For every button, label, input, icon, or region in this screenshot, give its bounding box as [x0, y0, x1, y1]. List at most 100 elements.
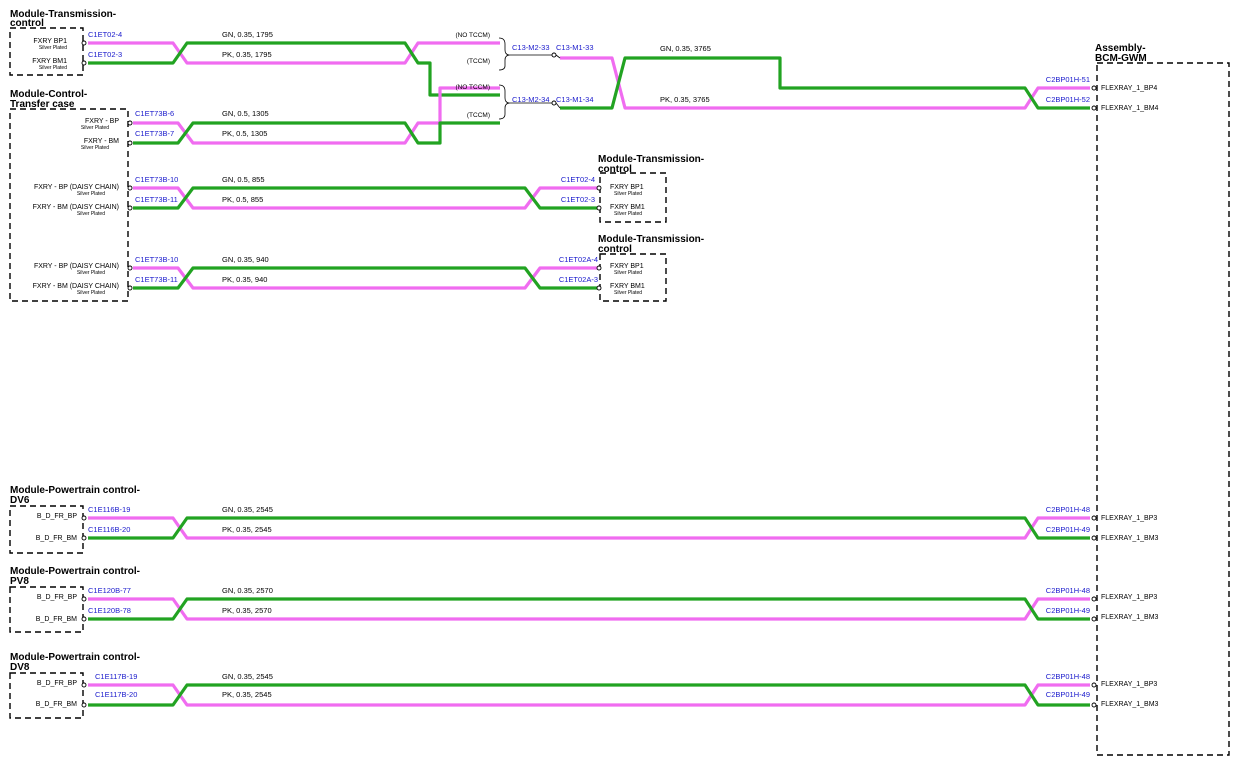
connector-labels: C1ET02-4 C1ET02-3 C13-M2-33 C13-M1-33 C1…: [88, 30, 1090, 699]
wire-pk-1795: [88, 41, 500, 65]
module-title-trans2-2: control: [598, 164, 632, 175]
wire-pk-3765: [560, 56, 1090, 110]
plated-note: Silver Plated: [614, 191, 642, 197]
wire-gn-1305: [133, 121, 500, 145]
wire-spec-labels: GN, 0.35, 1795 PK, 0.35, 1795 GN, 0.35, …: [222, 30, 711, 699]
connector-label: C2BP01H-49: [1046, 690, 1090, 699]
module-title-trans1: Module-Transmission-: [10, 9, 116, 20]
module-box-trans3: [599, 253, 667, 302]
pin-labels: FXRY BP1 Silver Plated FXRY BM1 Silver P…: [32, 38, 1158, 708]
wire-label: PK, 0.35, 3765: [660, 95, 710, 104]
brace-lower: [498, 84, 511, 120]
pin-label: B_D_FR_BM: [36, 535, 77, 542]
pin-label: B_D_FR_BP: [37, 680, 77, 687]
wire-gn-940: [133, 266, 598, 290]
plated-note: Silver Plated: [77, 290, 105, 296]
module-title-trans3: Module-Transmission-: [598, 234, 704, 245]
wire-label: GN, 0.5, 1305: [222, 109, 269, 118]
option-note-tccm: (TCCM): [467, 112, 490, 119]
pin-label: B_D_FR_BM: [36, 701, 77, 708]
module-box-transfer: [9, 108, 129, 302]
option-note-no-tccm: (NO TCCM): [455, 32, 490, 39]
connector-label: C1E117B-20: [95, 690, 137, 699]
wire-group-pv8: [88, 597, 1090, 621]
wire-group-trans1-bcm: [88, 41, 1090, 110]
wire-label: PK, 0.35, 1795: [222, 50, 272, 59]
plated-note: Silver Plated: [614, 270, 642, 276]
connector-label: C13-M2-33: [512, 43, 550, 52]
wire-group-daisy2: [133, 266, 598, 290]
wire-group-daisy1: [133, 186, 598, 210]
brace-upper: [498, 37, 511, 71]
plated-note: Silver Plated: [81, 125, 109, 131]
connector-label: C1ET73B-7: [135, 129, 174, 138]
module-title-dv8: Module-Powertrain control-: [10, 652, 140, 663]
connector-label: C2BP01H-49: [1046, 525, 1090, 534]
wire-label: PK, 0.35, 940: [222, 275, 267, 284]
connector-label: C1ET02-4: [88, 30, 122, 39]
plated-note: Silver Plated: [39, 45, 67, 51]
connector-label: C1ET02A-4: [559, 255, 598, 264]
pin-label: FXRY BP1: [33, 38, 67, 45]
option-notes: (NO TCCM) (TCCM) (NO TCCM) (TCCM): [455, 32, 490, 119]
wire-label: GN, 0.5, 855: [222, 175, 265, 184]
connector-label: C1E117B-19: [95, 672, 137, 681]
plated-note: Silver Plated: [77, 211, 105, 217]
plated-note: Silver Plated: [39, 65, 67, 71]
connector-label: C13-M2-34: [512, 95, 550, 104]
splice-terminal-upper: [551, 52, 557, 58]
connector-label: C1ET73B-6: [135, 109, 174, 118]
connector-label: C2BP01H-48: [1046, 672, 1090, 681]
connector-label: C1ET73B-11: [135, 275, 178, 284]
plated-note: Silver Plated: [77, 270, 105, 276]
pin-label: FLEXRAY_1_BM3: [1101, 614, 1159, 621]
module-box-bcm: [1096, 62, 1230, 756]
option-note-tccm: (TCCM): [467, 58, 490, 65]
connector-label: C1ET02-3: [88, 50, 122, 59]
pin-label: FXRY - BP (DAISY CHAIN): [34, 263, 119, 270]
pin-label: FXRY - BP: [85, 118, 119, 125]
pin-label: FXRY - BM (DAISY CHAIN): [33, 283, 119, 290]
module-title-trans1-2: control: [10, 18, 44, 29]
wire-label: PK, 0.35, 2545: [222, 690, 272, 699]
module-title-transfer: Module-Control-: [10, 89, 87, 100]
wire-pk-940: [133, 266, 598, 290]
connector-label: C1ET73B-11: [135, 195, 178, 204]
wire-group-dv8: [88, 683, 1090, 707]
wire-label: PK, 0.35, 2570: [222, 606, 272, 615]
wire-label: PK, 0.35, 2545: [222, 525, 272, 534]
pin-label: FLEXRAY_1_BP3: [1101, 681, 1157, 688]
wire-group-transfer-bcm: [133, 86, 500, 145]
wire-pk-dv6: [88, 516, 1090, 540]
wire-gn-3765: [560, 56, 1090, 110]
module-title-dv6-2: DV6: [10, 495, 30, 506]
module-title-transfer-2: Transfer case: [10, 99, 75, 110]
connector-label: C2BP01H-48: [1046, 505, 1090, 514]
wire-pk-855: [133, 186, 598, 210]
pin-label: FXRY - BM (DAISY CHAIN): [33, 204, 119, 211]
module-title-dv8-2: DV8: [10, 662, 30, 673]
connector-label: C2BP01H-51: [1046, 75, 1090, 84]
wire-label: PK, 0.5, 1305: [222, 129, 267, 138]
terminals: [81, 40, 1097, 708]
wire-gn-855: [133, 186, 598, 210]
module-title-bcm: Assembly-: [1095, 43, 1146, 54]
connector-label: C1E116B-20: [88, 525, 130, 534]
pin-label: FLEXRAY_1_BM3: [1101, 535, 1159, 542]
plated-note: Silver Plated: [81, 145, 109, 151]
wire-gn-dv6: [88, 516, 1090, 540]
wire-label: GN, 0.35, 2570: [222, 586, 273, 595]
connector-label: C13-M1-34: [556, 95, 594, 104]
module-title-trans2: Module-Transmission-: [598, 154, 704, 165]
module-title-dv6: Module-Powertrain control-: [10, 485, 140, 496]
wire-label: GN, 0.35, 2545: [222, 672, 273, 681]
wire-pk-dv8: [88, 683, 1090, 707]
pin-label: FLEXRAY_1_BP3: [1101, 515, 1157, 522]
connector-label: C1E116B-19: [88, 505, 130, 514]
pin-label: B_D_FR_BM: [36, 616, 77, 623]
connector-label: C2BP01H-49: [1046, 606, 1090, 615]
wire-pk-pv8: [88, 597, 1090, 621]
option-note-no-tccm: (NO TCCM): [455, 84, 490, 91]
connector-label: C1E120B-78: [88, 606, 131, 615]
pin-label: FLEXRAY_1_BP3: [1101, 594, 1157, 601]
